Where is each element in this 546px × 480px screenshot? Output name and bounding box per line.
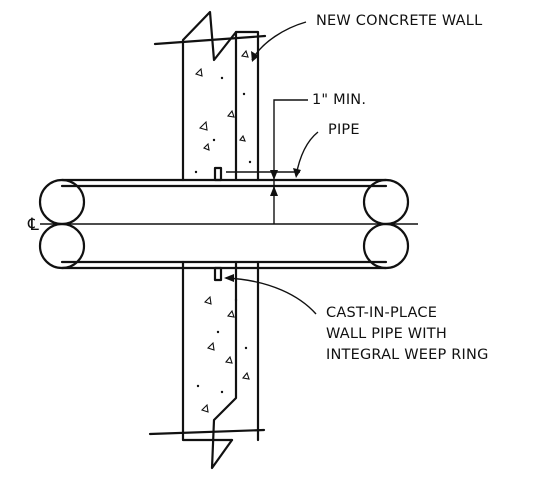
pipe-label: PIPE xyxy=(328,122,360,138)
upper-wall-section xyxy=(153,10,267,182)
clearance-dimension xyxy=(226,99,308,224)
wall-pipe-label-line-2: WALL PIPE WITH xyxy=(326,326,447,342)
wall-pipe-leader xyxy=(225,277,317,315)
wall-leader xyxy=(251,21,307,61)
clearance-label: 1" MIN. xyxy=(312,92,366,108)
pipe-leader-arrow xyxy=(293,168,301,178)
wall-pipe-label-line-1: CAST-IN-PLACE xyxy=(326,305,437,321)
wall-label: NEW CONCRETE WALL xyxy=(316,13,482,29)
lower-wall-section xyxy=(148,260,266,470)
wall-pipe-leader-arrow xyxy=(224,274,234,282)
pipe xyxy=(38,178,418,270)
pipe-leader xyxy=(295,131,319,177)
wall-leader-arrow xyxy=(251,51,259,62)
concrete-aggregate xyxy=(194,49,252,413)
wall-pipe-label-line-3: INTEGRAL WEEP RING xyxy=(326,347,489,363)
centerline-symbol: ℄ xyxy=(27,215,39,235)
weep-ring xyxy=(213,166,223,282)
